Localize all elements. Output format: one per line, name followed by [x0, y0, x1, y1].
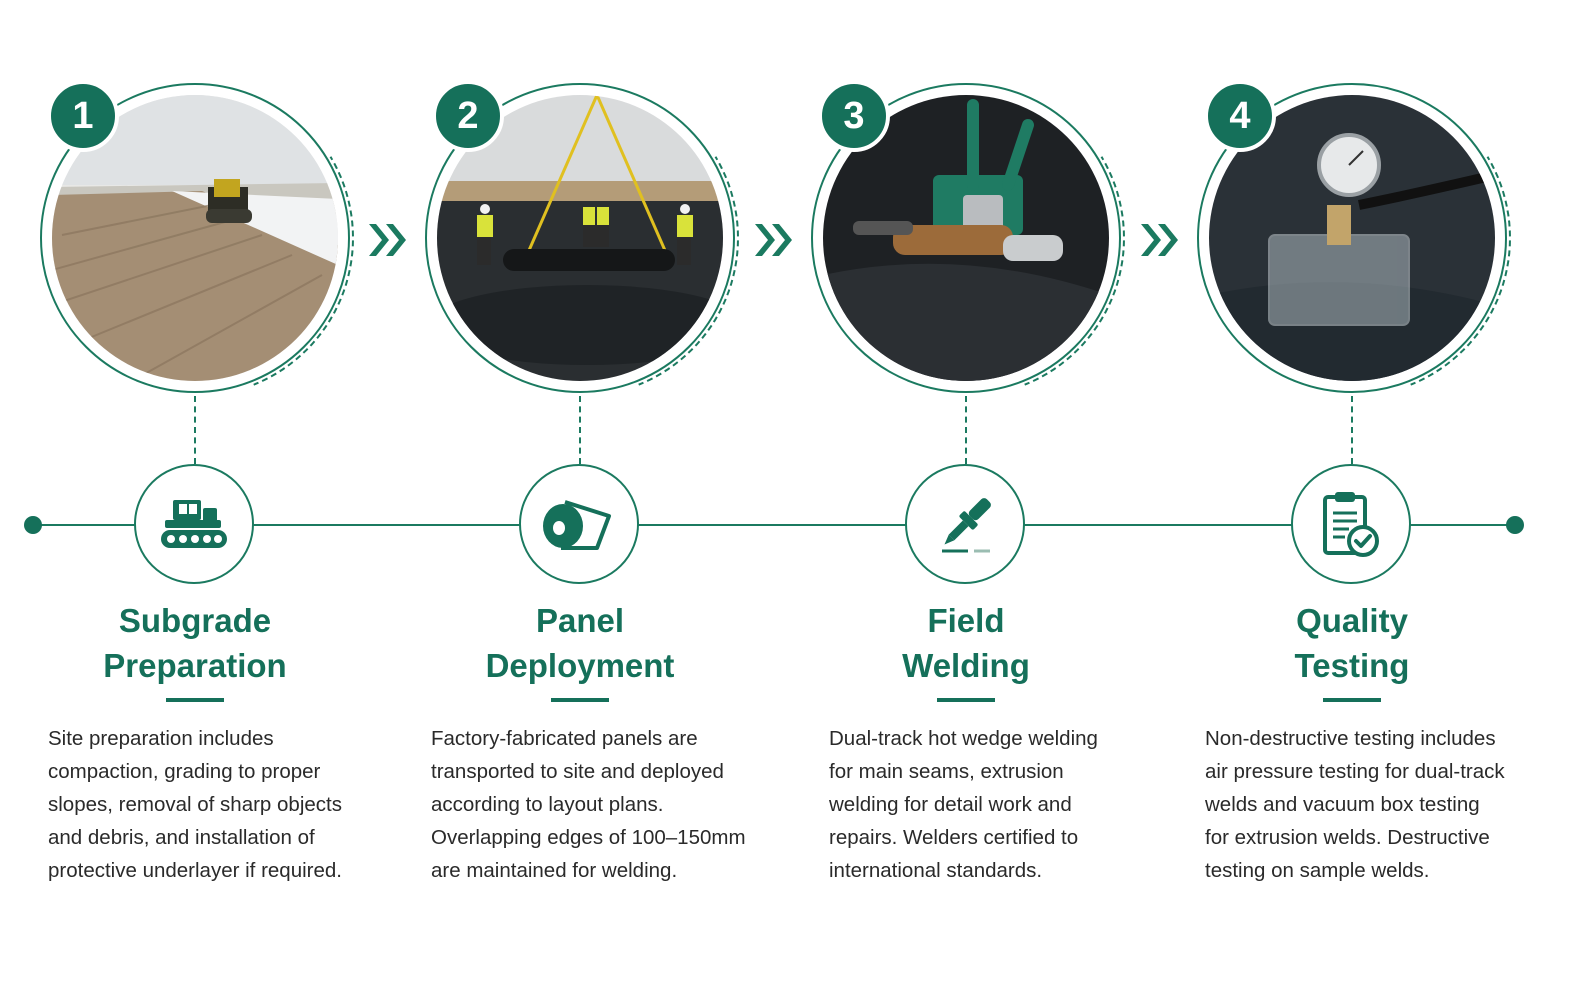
roll-icon — [543, 500, 611, 550]
clipboard-check-icon — [1323, 492, 1379, 557]
step-title: Subgrade Preparation — [0, 598, 390, 688]
step-icon-circle — [134, 464, 254, 584]
step-description: Dual-track hot wedge welding for main se… — [829, 722, 1169, 887]
timeline-end-dot — [1506, 516, 1524, 534]
dashed-connector — [1351, 396, 1353, 464]
step-title-line1: Subgrade — [118, 602, 272, 639]
title-underline — [937, 698, 995, 702]
bulldozer-icon — [161, 500, 227, 548]
desc-line: testing on sample welds. — [1205, 859, 1430, 882]
step-description: Factory-fabricated panels are transporte… — [431, 722, 771, 887]
step-title: Field Welding — [771, 598, 1161, 688]
desc-line: Factory-fabricated panels are — [431, 727, 698, 750]
step-title-line2: Preparation — [103, 647, 287, 684]
step-number-badge: 3 — [818, 80, 890, 152]
desc-line: protective underlayer if required. — [48, 859, 342, 882]
timeline-line — [33, 524, 1515, 526]
dashed-connector — [965, 396, 967, 464]
desc-line: welds and vacuum box testing — [1205, 793, 1480, 816]
step-title-line2: Welding — [902, 647, 1030, 684]
desc-line: repairs. Welders certified to — [829, 826, 1079, 849]
desc-line: international standards. — [829, 859, 1043, 882]
desc-line: slopes, removal of sharp objects — [48, 793, 342, 816]
title-underline — [166, 698, 224, 702]
step-title: Panel Deployment — [385, 598, 775, 688]
step-title-line1: Quality — [1296, 602, 1408, 639]
step-description: Site preparation includes compaction, gr… — [48, 722, 388, 887]
step-panel-deployment: 2 Panel Deployment Factory-fabricated pa… — [385, 0, 775, 992]
desc-line: Site preparation includes — [48, 727, 274, 750]
chevron-right-icon — [755, 224, 792, 256]
chevron-right-icon — [1141, 224, 1178, 256]
desc-line: compaction, grading to proper — [48, 760, 321, 783]
step-number-badge: 4 — [1204, 80, 1276, 152]
step-icon-circle — [1291, 464, 1411, 584]
dashed-connector — [194, 396, 196, 464]
desc-line: Non-destructive testing includes — [1205, 727, 1496, 750]
step-title-line2: Deployment — [485, 647, 675, 684]
desc-line: air pressure testing for dual-track — [1205, 760, 1505, 783]
welding-photo — [823, 95, 1109, 381]
desc-line: for extrusion welds. Destructive — [1205, 826, 1490, 849]
chevron-right-icon — [369, 224, 406, 256]
step-title: Quality Testing — [1157, 598, 1547, 688]
step-icon-circle — [519, 464, 639, 584]
desc-line: transported to site and deployed — [431, 760, 724, 783]
step-icon-circle — [905, 464, 1025, 584]
title-underline — [551, 698, 609, 702]
step-quality-testing: 4 Quality Testing Non-destructive testin… — [1157, 0, 1547, 992]
desc-line: and debris, and installation of — [48, 826, 315, 849]
step-title-line1: Field — [927, 602, 1005, 639]
desc-line: for main seams, extrusion — [829, 760, 1064, 783]
step-title-line1: Panel — [535, 602, 625, 639]
desc-line: according to layout plans. — [431, 793, 664, 816]
desc-line: Overlapping edges of 100–150mm — [431, 826, 746, 849]
desc-line: welding for detail work and — [829, 793, 1072, 816]
step-number-badge: 2 — [432, 80, 504, 152]
step-number-badge: 1 — [47, 80, 119, 152]
dashed-connector — [579, 396, 581, 464]
timeline-start-dot — [24, 516, 42, 534]
welding-torch-icon — [942, 498, 991, 553]
step-title-line2: Testing — [1294, 647, 1410, 684]
step-description: Non-destructive testing includes air pre… — [1205, 722, 1545, 887]
desc-line: are maintained for welding. — [431, 859, 678, 882]
desc-line: Dual-track hot wedge welding — [829, 727, 1098, 750]
step-field-welding: 3 Field Welding Dual-track hot wedge wel… — [771, 0, 1161, 992]
title-underline — [1323, 698, 1381, 702]
step-subgrade-preparation: 1 Subgrade Preparation Site preparation … — [0, 0, 390, 992]
